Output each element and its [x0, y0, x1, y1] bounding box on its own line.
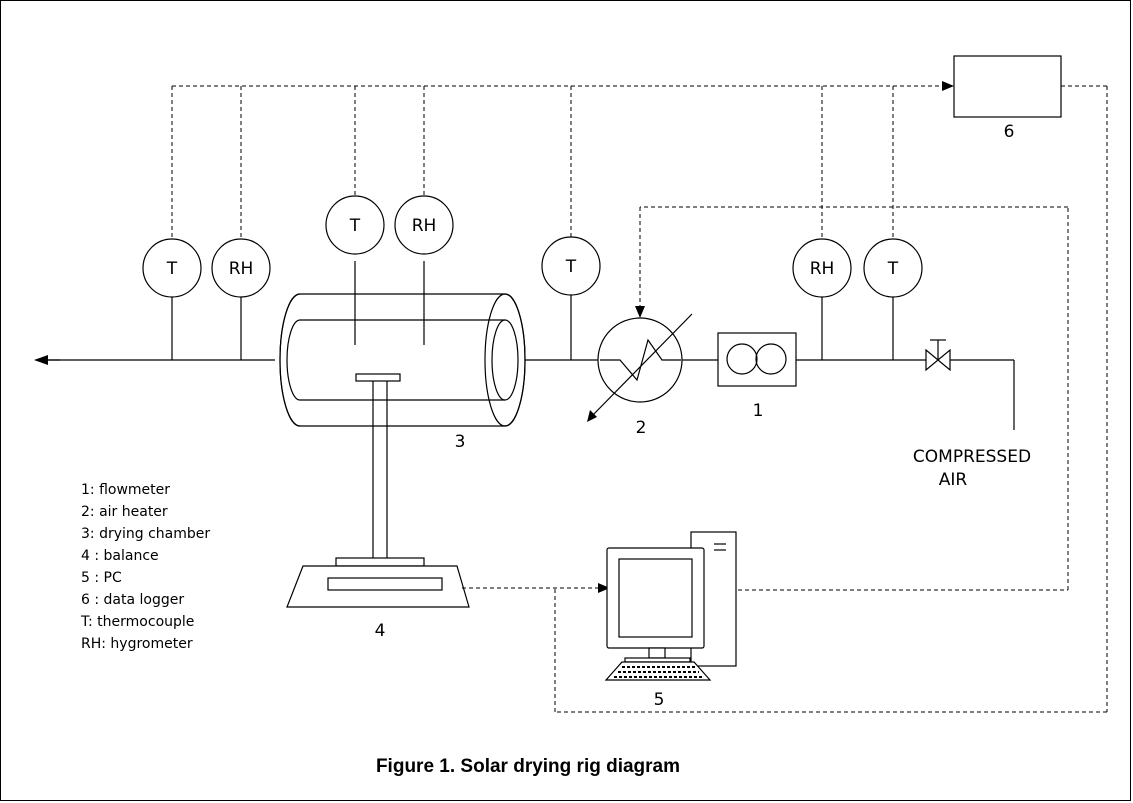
pc-number: 5	[654, 690, 665, 710]
legend-item: 5 : PC	[81, 570, 122, 586]
legend-item: 4 : balance	[81, 548, 159, 564]
compressed-air-label-line2: AIR	[939, 470, 968, 490]
legend-item: 2: air heater	[81, 504, 168, 520]
pc	[604, 531, 737, 681]
keyboard-keys	[614, 666, 702, 678]
sensor-label: RH	[229, 259, 254, 279]
legend-item: 6 : data logger	[81, 592, 184, 608]
legend-item: 1: flowmeter	[81, 482, 170, 498]
sensor-label: RH	[412, 216, 437, 236]
heater-number: 2	[636, 418, 647, 438]
balance	[286, 373, 470, 608]
flowmeter	[717, 332, 797, 387]
valve	[925, 339, 951, 372]
sensor-outlet-thermocouple: T	[142, 238, 202, 298]
sensor-label: T	[565, 257, 577, 277]
legend-item: RH: hygrometer	[81, 636, 193, 652]
legend-item: T: thermocouple	[80, 614, 194, 630]
sensor-label: T	[349, 216, 361, 236]
sensor-chamber-thermocouple: T	[325, 195, 385, 255]
outlet-arrow	[34, 355, 60, 365]
balance-number: 4	[375, 621, 386, 641]
main-air-pipe	[45, 359, 1015, 430]
signal-balance-to-pc	[462, 583, 610, 593]
signal-bus-to-data-logger	[171, 81, 954, 239]
sensor-inlet-hygrometer: RH	[792, 238, 852, 298]
sensor-stems	[171, 261, 894, 360]
sensor-label: T	[887, 259, 899, 279]
compressed-air-label-line1: COMPRESSED	[913, 447, 1031, 467]
chamber-number: 3	[455, 432, 466, 452]
sensor-label: T	[166, 259, 178, 279]
sensor-mid-thermocouple: T	[541, 236, 601, 296]
legend-item: 3: drying chamber	[81, 526, 210, 542]
data-logger	[953, 55, 1062, 118]
signal-logger-to-pc	[554, 85, 1108, 713]
drying-chamber	[279, 293, 526, 427]
logger-number: 6	[1004, 122, 1015, 142]
sensor-outlet-hygrometer: RH	[211, 238, 271, 298]
figure-caption: Figure 1. Solar drying rig diagram	[376, 756, 680, 777]
sensor-chamber-hygrometer: RH	[394, 195, 454, 255]
sensor-inlet-thermocouple: T	[863, 238, 923, 298]
signal-pc-to-heater	[635, 206, 1069, 591]
flowmeter-number: 1	[753, 401, 764, 421]
legend: 1: flowmeter 2: air heater 3: drying cha…	[80, 482, 210, 652]
sensor-label: RH	[810, 259, 835, 279]
air-heater	[587, 313, 693, 422]
